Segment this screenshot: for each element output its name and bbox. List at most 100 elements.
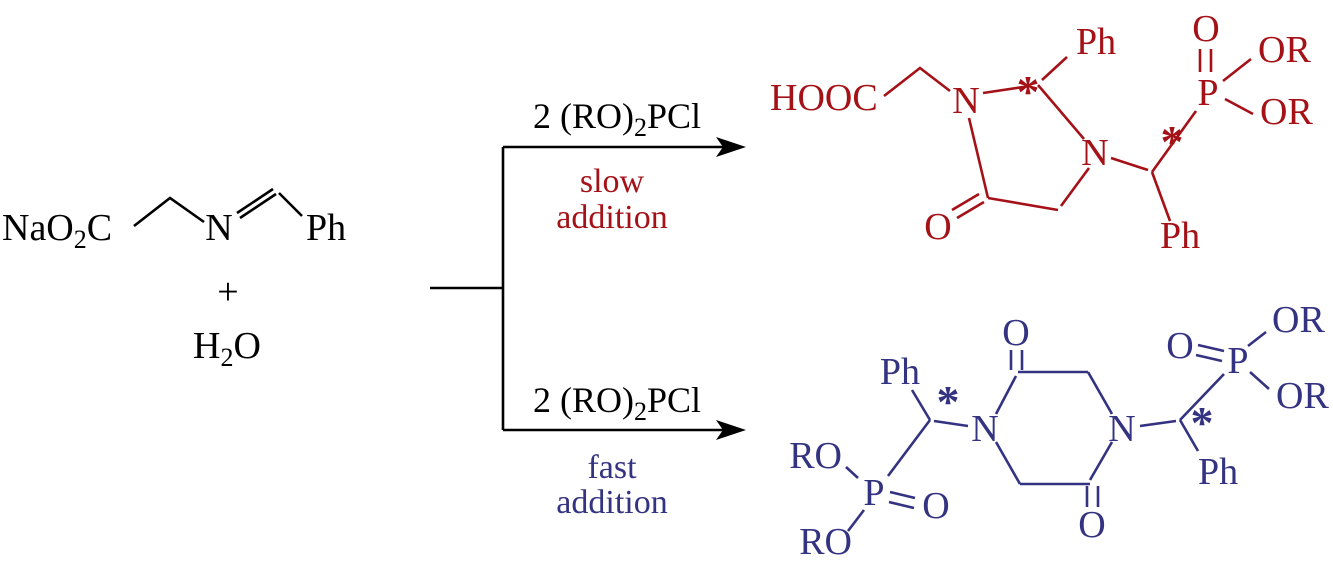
bottom-ring-nitrogen-left-label: N <box>971 408 998 450</box>
arrowheads <box>716 137 746 440</box>
left-arm-phenyl-label: Ph <box>880 351 920 393</box>
water-subscript: 2 <box>220 343 233 372</box>
right-arm-phosphoryl-oxygen-label: O <box>1166 325 1193 367</box>
bottom-reagent-end: PCl <box>647 380 701 420</box>
salt-end-text: C <box>87 207 112 249</box>
top-product-bonds <box>883 49 1254 222</box>
top-condition-labels: slow addition <box>556 163 667 236</box>
n3-methine-bond <box>1110 156 1149 172</box>
right-methine-phosphorus-bond <box>1179 373 1225 421</box>
top-ring-nitrogen-left-label: N <box>952 80 979 122</box>
reactant-labels: NaO2C N Ph + H2O <box>2 207 346 372</box>
top-alkoxy-top-label: OR <box>1258 29 1311 71</box>
right-phosphoryl-double-bond-line1 <box>1197 343 1225 353</box>
right-arm-alkoxy-upper-label: OR <box>1272 299 1325 341</box>
methylene-zigzag-bond <box>133 196 205 228</box>
bottom-condition-labels: fast addition <box>556 449 667 521</box>
left-arm-phosphoryl-oxygen-label: O <box>922 485 949 527</box>
bottom-reagent-main: 2 (RO) <box>533 380 634 420</box>
ring-bond-n1-c2 <box>982 84 1031 95</box>
water-label: H2O <box>193 325 261 372</box>
ring-bond-c3-n4 <box>1086 371 1114 415</box>
bottom-condition-line2: addition <box>556 484 667 521</box>
ketone-double-bond-line1 <box>956 200 985 220</box>
plus-sign: + <box>217 271 238 313</box>
right-methine-phenyl-bond <box>1178 419 1200 452</box>
ring-bond-n3-c4 <box>1059 167 1091 207</box>
ketone-double-bond-line2 <box>951 192 980 212</box>
p-alkoxy-bottom-bond <box>1224 97 1254 116</box>
left-phosphoryl-double-bond-line1 <box>889 490 916 500</box>
water-main-text: H <box>193 325 220 367</box>
left-arm-alkoxy-lower-label: RO <box>799 521 852 559</box>
top-alkoxy-bottom-label: OR <box>1260 91 1313 133</box>
ring-bond-c5-n1 <box>967 117 990 199</box>
top-phenyl-bottom-label: Ph <box>1160 215 1200 257</box>
bottom-product-bonds <box>845 330 1270 532</box>
water-end-text: O <box>233 325 260 367</box>
ch-phenyl-bond <box>278 192 303 217</box>
ring-bond-c2-n3 <box>1037 84 1085 140</box>
left-arm-alkoxy-upper-label: RO <box>789 435 842 477</box>
carboxyl-label: HOOC <box>770 77 878 119</box>
ring-bond-n1-c2 <box>994 375 1018 415</box>
left-methine-phenyl-bond <box>910 389 932 421</box>
salt-main-text: NaO <box>2 207 74 249</box>
top-phenyl-top-label: Ph <box>1076 21 1116 63</box>
c2-phenyl-bond <box>1041 56 1068 81</box>
reactant-phenyl-label: Ph <box>306 207 346 249</box>
right-arm-alkoxy-lower-label: OR <box>1276 375 1329 417</box>
bottom-ring-nitrogen-right-label: N <box>1108 408 1135 450</box>
bottom-arrowhead <box>716 420 746 440</box>
p-alkoxy-top-bond <box>1222 57 1252 83</box>
top-phosphoryl-oxygen-label: O <box>1192 8 1219 50</box>
top-condition-line2: addition <box>556 199 667 236</box>
ring-bond-c6-n1 <box>994 441 1022 485</box>
right-p-alkoxy-upper-bond <box>1247 330 1267 348</box>
methine-phosphorus-bond <box>1150 110 1198 173</box>
salt-subscript: 2 <box>74 225 87 254</box>
left-p-alkoxy-lower-bond <box>846 509 866 532</box>
top-reagent-main: 2 (RO) <box>533 96 634 136</box>
left-arm-phosphorus-label: P <box>863 472 884 514</box>
methine-phenyl-bond <box>1150 171 1172 222</box>
right-arm-phosphorus-label: P <box>1227 340 1248 382</box>
imine-nitrogen-label: N <box>205 207 232 249</box>
bottom-product-labels: N N O O Ph * P O RO RO * Ph P O OR OR <box>789 299 1329 563</box>
right-arm-stereocenter-star: * <box>1191 397 1214 448</box>
left-arm-stereocenter-star: * <box>937 376 960 427</box>
top-ketone-oxygen-label: O <box>924 206 951 248</box>
left-p-alkoxy-upper-bond <box>845 466 859 479</box>
carboxyl-methylene-bond <box>883 66 951 98</box>
left-phosphoryl-double-bond-line2 <box>888 500 915 510</box>
bottom-condition-line1: fast <box>587 449 637 486</box>
bottom-reagent-label: 2 (RO)2PCl <box>533 380 701 426</box>
n1-methine-bond <box>933 419 969 428</box>
left-methine-phosphorus-bond <box>886 419 932 477</box>
imine-double-bond-line1 <box>236 187 274 215</box>
arrow-lines <box>430 145 726 432</box>
bottom-reagent-subscript: 2 <box>634 397 647 426</box>
top-ring-nitrogen-right-label: N <box>1081 132 1108 174</box>
right-arm-phenyl-label: Ph <box>1198 451 1238 493</box>
top-arrowhead <box>716 137 746 157</box>
top-reagent-end: PCl <box>647 96 701 136</box>
ring-bond-c4-c5 <box>987 196 1059 212</box>
top-side-stereocenter-star: * <box>1161 116 1184 167</box>
top-reagent-subscript: 2 <box>634 113 647 142</box>
n4-methine-bond <box>1139 419 1177 428</box>
top-product-labels: HOOC N * Ph N O * P O OR OR Ph <box>770 8 1313 257</box>
ring-bond-n4-c5 <box>1088 441 1114 481</box>
right-phosphoryl-double-bond-line2 <box>1195 353 1223 363</box>
imine-double-bond-line2 <box>239 192 277 220</box>
reagent-labels: 2 (RO)2PCl 2 (RO)2PCl <box>533 96 701 426</box>
top-ring-stereocenter-star: * <box>1017 66 1040 117</box>
reactant-bonds <box>133 187 303 228</box>
top-condition-line1: slow <box>580 163 645 200</box>
bottom-ketone-oxygen-top-label: O <box>1002 312 1029 354</box>
right-p-alkoxy-lower-bond <box>1249 371 1270 390</box>
top-phosphorus-label: P <box>1197 72 1218 114</box>
bottom-ketone-oxygen-bottom-label: O <box>1078 504 1105 546</box>
